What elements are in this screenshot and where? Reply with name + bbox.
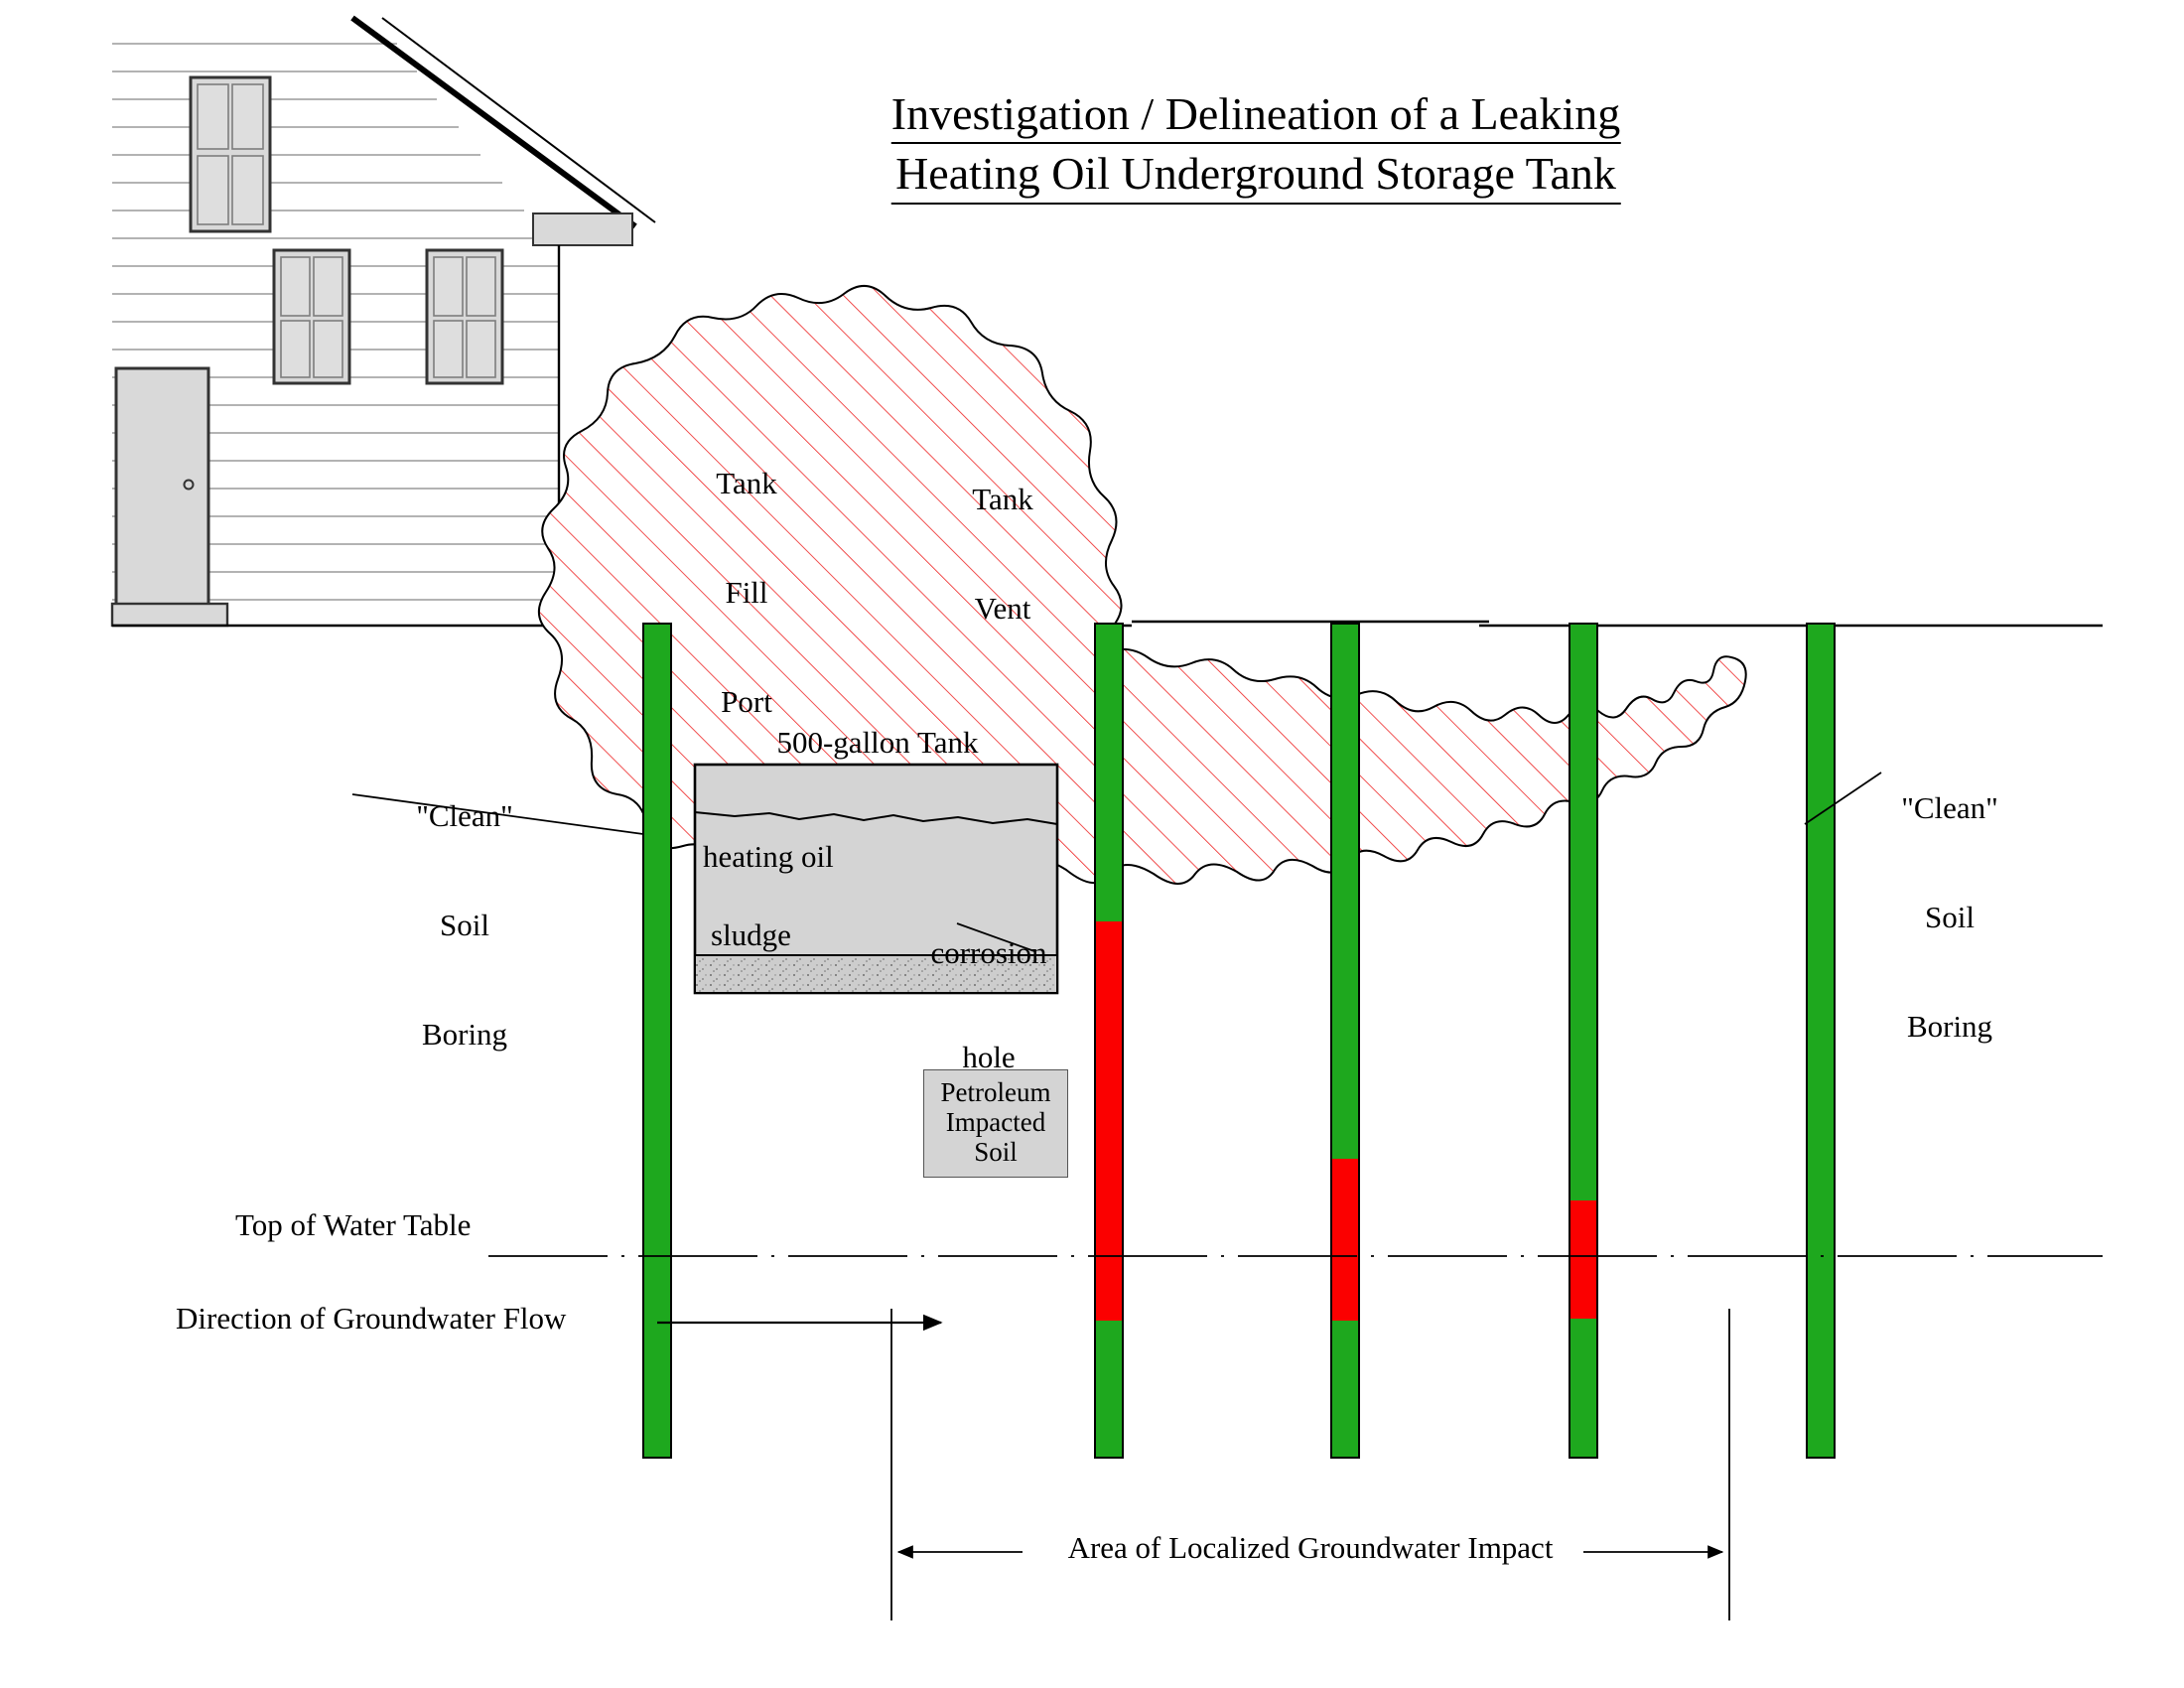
house-window-left: [272, 248, 351, 385]
boring-impacted-3: [1569, 623, 1598, 1459]
plume-line-3: Soil: [974, 1137, 1018, 1168]
tank-vent-label: Tank Vent: [972, 409, 1033, 700]
sludge-label: sludge: [711, 917, 791, 952]
corrosion-hole-line-2: hole: [962, 1039, 1016, 1074]
clean-soil-boring-left-label: "Clean" Soil Boring: [416, 726, 513, 1125]
callout-leaders: [351, 772, 1882, 835]
page-title: Investigation / Delineation of a Leaking…: [890, 87, 1621, 205]
tank-vent-line-1: Tank: [972, 482, 1033, 517]
tank-fill-port-label: Tank Fill Port: [716, 393, 777, 792]
boring-clean-left: [642, 623, 672, 1459]
clean-left-line-3: Boring: [421, 1016, 508, 1052]
plume-line-1: Petroleum: [940, 1077, 1051, 1107]
tank-vent-line-2: Vent: [974, 590, 1031, 626]
corrosion-hole-label: corrosion hole: [930, 868, 1046, 1144]
clean-soil-boring-right-label: "Clean" Soil Boring: [1901, 718, 1998, 1117]
clean-left-line-1: "Clean": [416, 798, 513, 834]
clean-right-line-2: Soil: [1925, 899, 1975, 934]
impact-dimension: [890, 1309, 1730, 1620]
tank-capacity-label: 500-gallon Tank: [776, 725, 979, 760]
boring-impacted-1: [1094, 623, 1124, 1459]
tank-fill-port-line-1: Tank: [716, 466, 777, 501]
clean-left-line-2: Soil: [440, 907, 489, 942]
house-graphic: [110, 14, 656, 628]
title-line-1: Investigation / Delineation of a Leaking: [890, 87, 1621, 145]
clean-right-line-3: Boring: [1906, 1008, 1993, 1044]
title-line-2: Heating Oil Underground Storage Tank: [890, 147, 1621, 205]
house-window-right: [425, 248, 504, 385]
water-table-label: Top of Water Table: [235, 1207, 472, 1242]
impact-area-label: Area of Localized Groundwater Impact: [1067, 1530, 1554, 1565]
boring-impacted-2: [1330, 623, 1360, 1459]
tank-fill-port-line-2: Fill: [725, 574, 768, 610]
boring-clean-right: [1806, 623, 1836, 1459]
house-window-upper: [189, 75, 272, 233]
groundwater-flow-label: Direction of Groundwater Flow: [176, 1301, 567, 1336]
corrosion-hole-line-1: corrosion: [930, 935, 1047, 971]
heating-oil-label: heating oil: [703, 839, 834, 874]
house-door: [114, 366, 210, 612]
storage-tank: [693, 763, 1059, 995]
clean-right-line-1: "Clean": [1901, 790, 1998, 826]
tank-fill-port-line-3: Port: [721, 683, 772, 719]
petroleum-impacted-soil-label: Petroleum Impacted Soil: [923, 1069, 1068, 1178]
plume-line-2: Impacted: [945, 1107, 1046, 1138]
soil-borings: [642, 623, 1836, 1459]
